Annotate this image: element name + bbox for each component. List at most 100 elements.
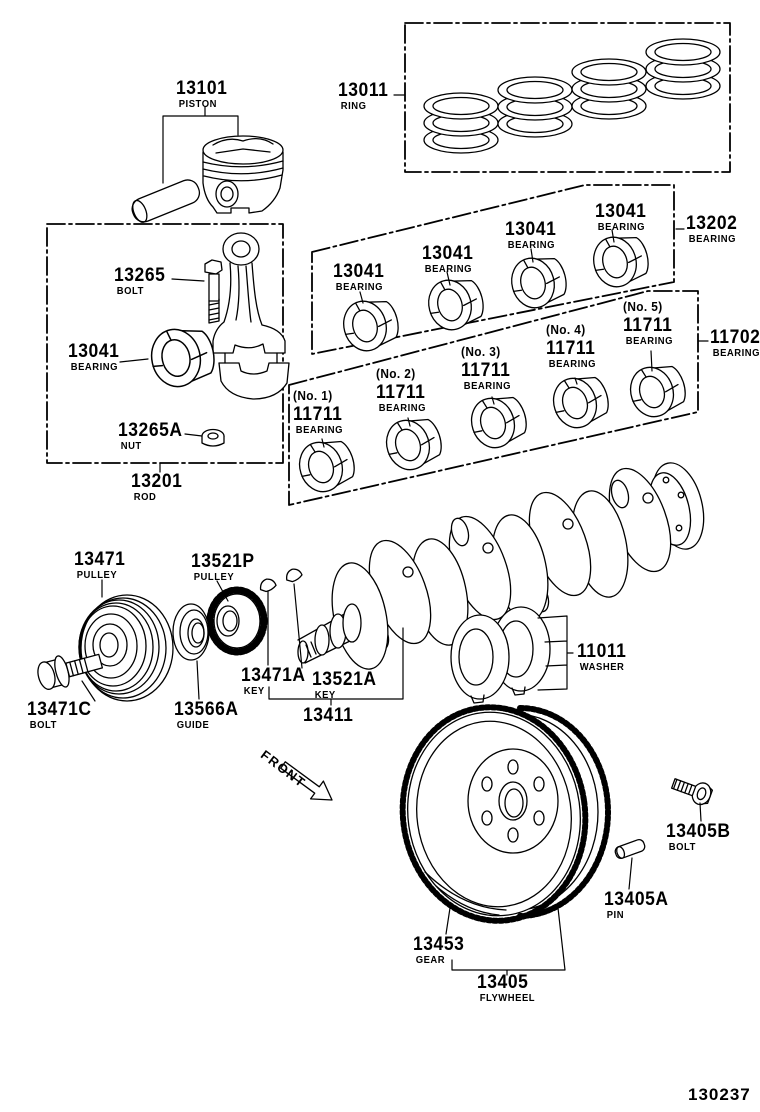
flywheel-bolt-drawing — [670, 778, 714, 806]
part-name: FLYWHEEL — [479, 992, 536, 1004]
part-number: 13453 — [413, 934, 465, 955]
part-number: 13405A — [604, 889, 669, 910]
part-name: PULLEY — [76, 569, 118, 581]
crank-nose-drawing — [297, 603, 362, 664]
rod-bolt-drawing — [204, 259, 223, 324]
part-label-main-bearing-2: (No. 2) 11711 BEARING — [376, 368, 432, 413]
bearing-position: (No. 5) — [623, 300, 663, 314]
bearing-position: (No. 1) — [293, 389, 333, 403]
part-label-pulley-bolt: 13471C BOLT — [27, 700, 97, 731]
part-label-main-bearing-5: (No. 5) 11711 BEARING — [623, 301, 679, 346]
part-label-rod-nut: 13265A NUT — [118, 421, 188, 452]
part-name: BEARING — [548, 357, 597, 370]
part-label-bearing-set-13202: 13202 BEARING — [686, 214, 742, 245]
part-number: 13411 — [303, 705, 354, 726]
part-number: 13405B — [666, 821, 731, 842]
rod-bearing-drawing — [145, 321, 220, 392]
part-number: 13471C — [27, 699, 92, 720]
front-arrow — [280, 761, 333, 801]
part-label-main-bearing-1: (No. 1) 11711 BEARING — [293, 390, 349, 435]
part-name: BEARING — [335, 281, 384, 293]
part-number: 11711 — [376, 381, 426, 403]
flywheel-drawing — [399, 704, 611, 924]
part-name: BEARING — [378, 401, 427, 414]
part-name: RING — [340, 100, 367, 112]
part-label-pulley-key: 13471A KEY — [241, 666, 311, 697]
bearing-position: (No. 4) — [546, 323, 586, 337]
part-name: BEARING — [625, 334, 674, 347]
part-name: BOLT — [668, 841, 696, 853]
part-name: PISTON — [178, 98, 217, 110]
bearing-position: (No. 3) — [461, 345, 501, 359]
ring-set-box — [404, 22, 731, 173]
part-label-piston: 13101 PISTON — [176, 79, 232, 110]
page-code: 130237 — [688, 1085, 751, 1104]
crank-pulley-drawing — [78, 594, 174, 702]
part-number: 13521A — [312, 669, 377, 690]
part-number: 11711 — [546, 337, 596, 359]
timing-key-drawing — [283, 566, 304, 584]
part-label-rod-bearing-3: 13041 BEARING — [505, 220, 561, 251]
part-name: KEY — [243, 685, 265, 697]
pulley-guide-drawing — [172, 603, 210, 661]
part-name: BEARING — [463, 379, 512, 392]
rod-nut-drawing — [201, 428, 225, 447]
part-number: 13202 — [686, 213, 738, 234]
part-number: 13521P — [191, 551, 255, 572]
part-number: 13041 — [422, 243, 474, 264]
part-number: 11711 — [293, 403, 343, 425]
part-label-rod-bearing-2: 13041 BEARING — [422, 244, 478, 275]
part-number: 13041 — [333, 261, 385, 282]
flywheel-pin-drawing — [614, 838, 646, 860]
part-number: 13041 — [595, 201, 647, 222]
part-name: PULLEY — [193, 571, 235, 583]
part-label-rod-bearing-1: 13041 BEARING — [333, 262, 389, 293]
pulley-key-drawing — [258, 576, 278, 594]
part-name: NUT — [120, 440, 142, 452]
part-label-bearing-set-11702: 11702 BEARING — [710, 328, 760, 359]
part-number: 13201 — [131, 471, 183, 492]
part-label-rod-bearing-4: 13041 BEARING — [595, 202, 651, 233]
pulley-bolt-drawing — [37, 653, 104, 690]
part-label-crankshaft: 13411 — [303, 706, 358, 725]
piston-drawing — [202, 135, 284, 214]
piston-pin-drawing — [131, 179, 201, 223]
part-number: 11011 — [577, 641, 627, 662]
main-bearing-set-box — [288, 290, 699, 506]
part-name: PIN — [606, 909, 625, 921]
part-number: 13101 — [176, 78, 228, 99]
part-label-timing-key: 13521A KEY — [312, 670, 382, 701]
part-label-rod-bearing: 13041 BEARING — [68, 342, 124, 373]
part-name: BEARING — [70, 361, 119, 373]
part-number: 11702 — [710, 327, 760, 348]
part-name: BEARING — [507, 239, 556, 251]
part-name: WASHER — [579, 661, 625, 673]
part-label-flywheel-pin: 13405A PIN — [604, 890, 674, 921]
thrust-washer-drawing — [450, 606, 574, 704]
part-label-crank-pulley: 13471 PULLEY — [74, 550, 130, 581]
part-label-rod-bolt: 13265 BOLT — [114, 266, 170, 297]
part-name: BEARING — [295, 423, 344, 436]
part-name: ROD — [133, 491, 157, 503]
part-name: BEARING — [424, 263, 473, 275]
part-name: BEARING — [688, 233, 737, 245]
part-label-ring: 13011 RING — [338, 81, 393, 112]
part-name: KEY — [314, 689, 336, 701]
part-label-thrust-washer: 11011 WASHER — [577, 642, 631, 673]
part-label-timing-pulley: 13521P PULLEY — [191, 552, 260, 583]
rod-bearing-set-box — [311, 184, 675, 355]
part-name: BOLT — [116, 285, 144, 297]
part-number: 13041 — [68, 341, 120, 362]
part-label-ring-gear: 13453 GEAR — [413, 935, 469, 966]
connecting-rod-drawing — [212, 232, 290, 400]
part-number: 13011 — [338, 80, 389, 101]
part-name: BEARING — [712, 347, 760, 359]
part-name: GEAR — [415, 954, 446, 966]
part-name: BOLT — [29, 719, 57, 731]
part-number: 13566A — [174, 699, 239, 720]
part-number: 13405 — [477, 972, 529, 993]
part-label-main-bearing-3: (No. 3) 11711 BEARING — [461, 346, 517, 391]
part-label-flywheel: 13405 FLYWHEEL — [477, 973, 542, 1004]
